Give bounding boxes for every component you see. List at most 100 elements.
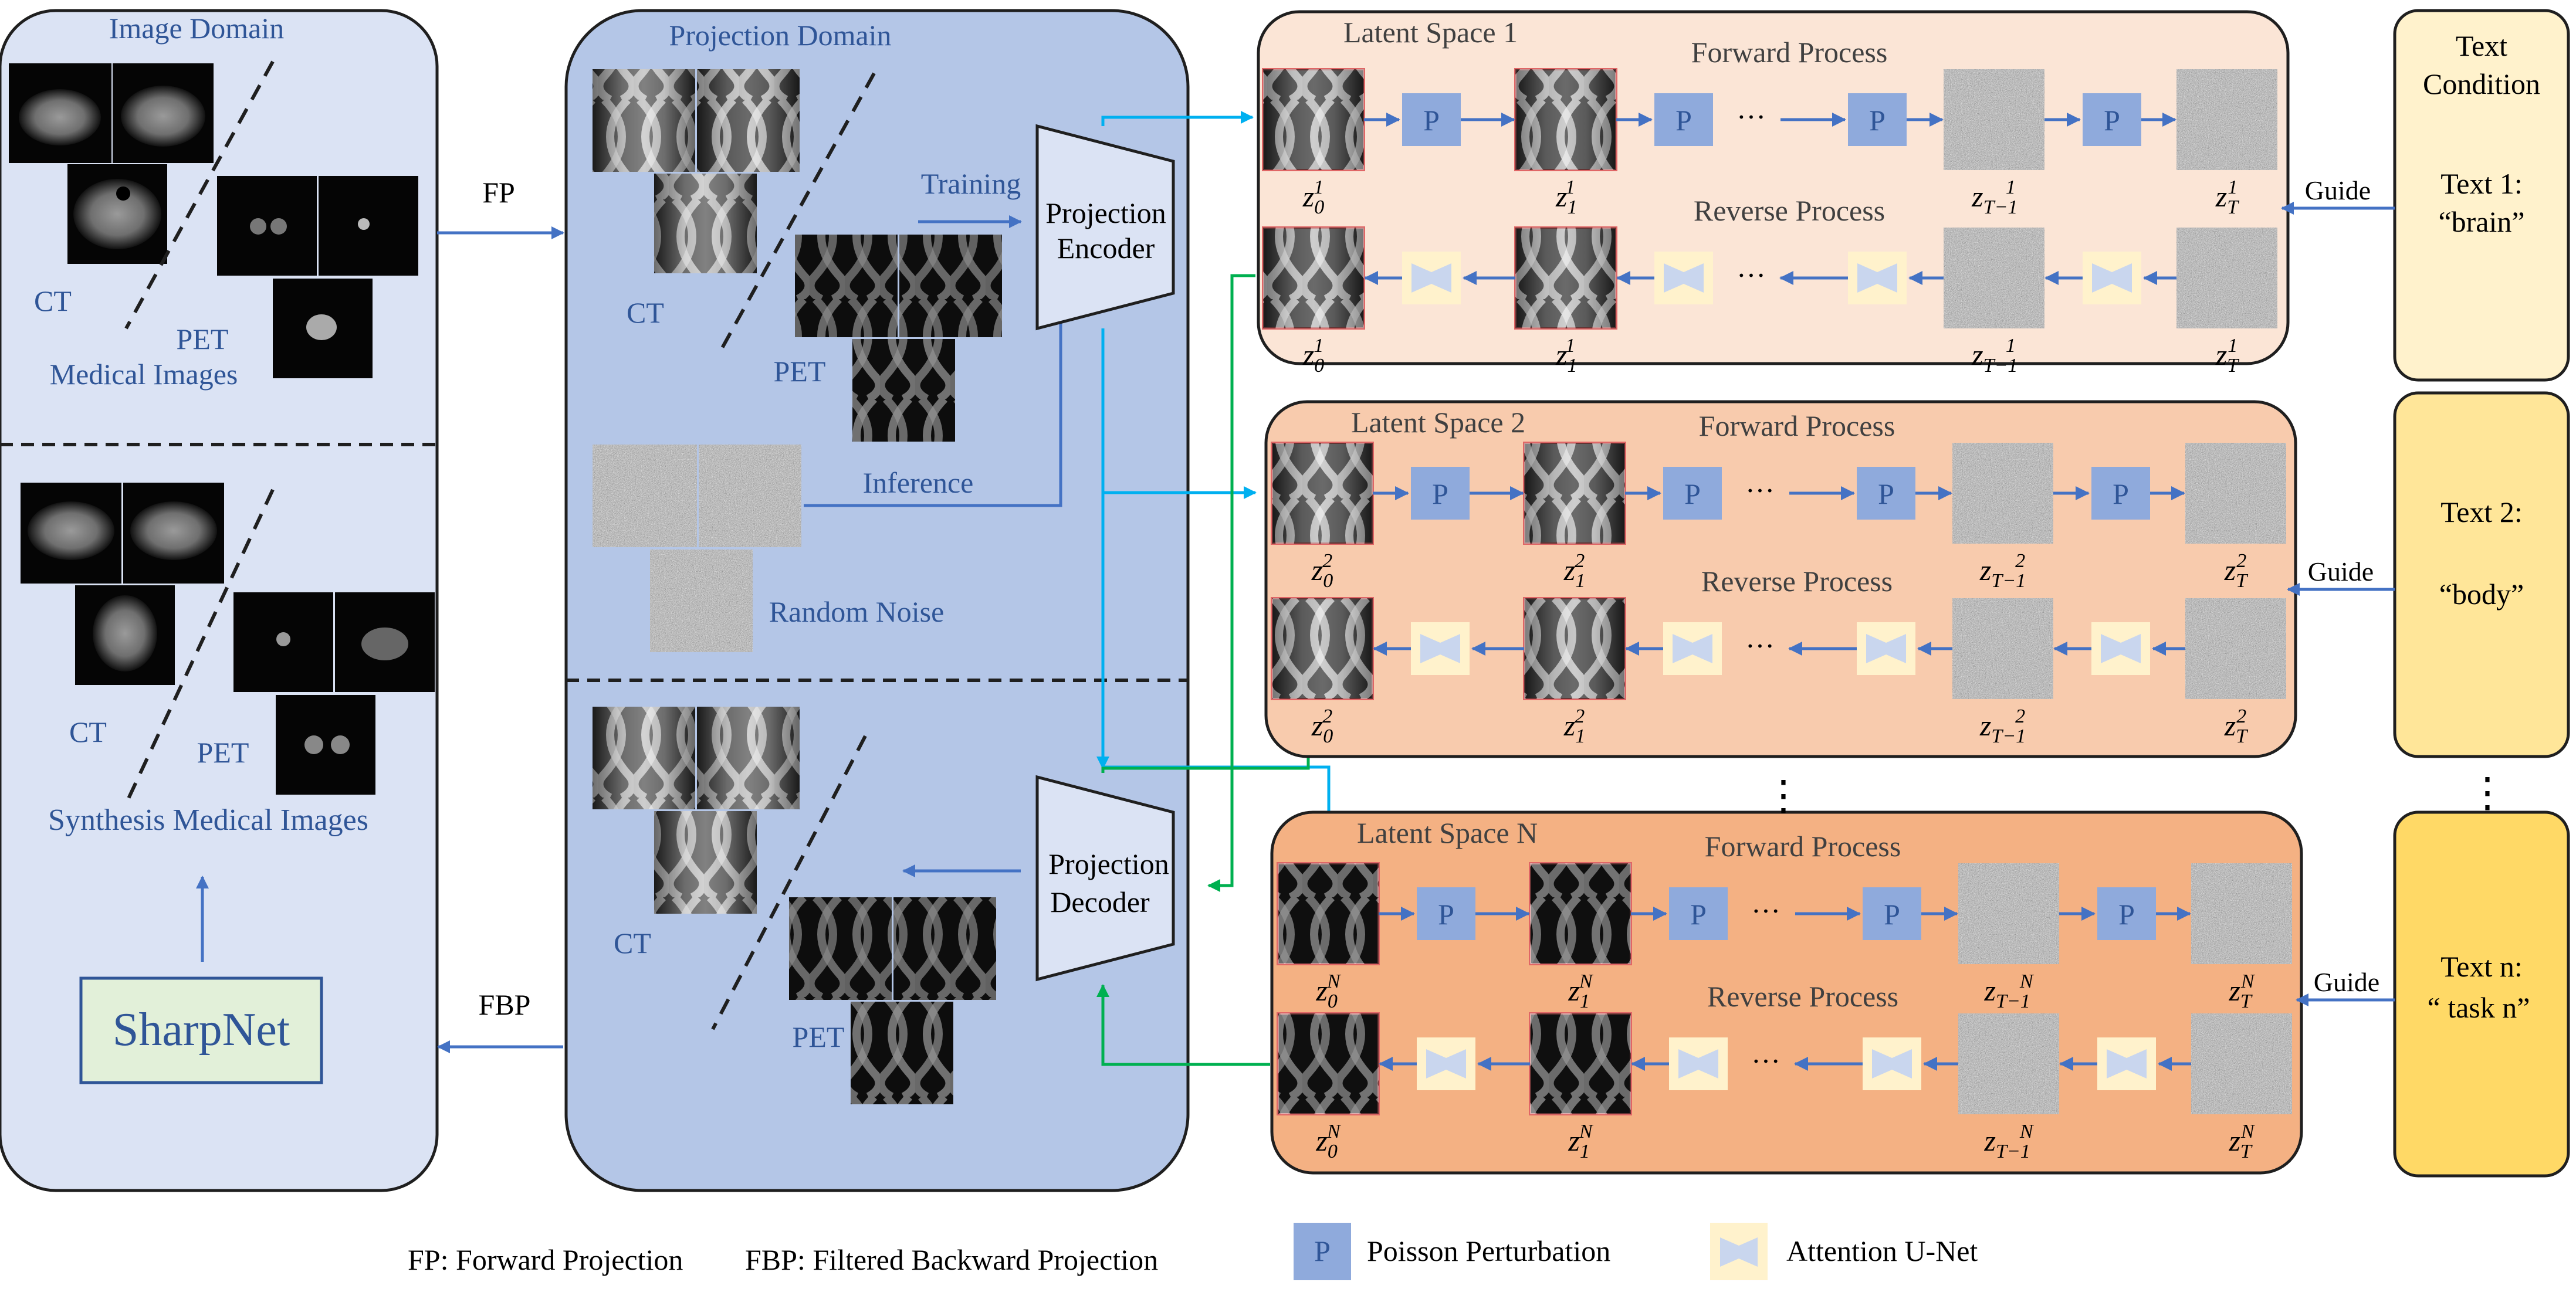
latent-3-row0-z0-overlay [1278,863,1379,964]
z-label-3-r0-1: z1N [1568,971,1593,1012]
z-label-3-r0-1-sup: N [1579,971,1594,992]
z-label-3-r1-0-z: z [1315,1124,1327,1157]
ct-pet-separator [124,60,275,330]
unet-block-1-d-icon [1411,263,1451,293]
z-label-1-r0-0-sub: 0 [1314,196,1324,218]
decoder-line2: Decoder [1050,886,1150,918]
p-block-1-a-letter: P [1423,104,1440,137]
unet-block-2-b-icon [1866,634,1906,663]
legend-unet-icon [1720,1237,1758,1267]
z-label-2-r0-1-sub: 1 [1575,570,1585,592]
synthesis-medical-images-label: Synthesis Medical Images [48,803,368,837]
legend-fbp: FBP: Filtered Backward Projection [745,1243,1158,1276]
synthesis-pet-thumbnails [233,592,435,795]
unet-block-2-d-icon [1420,634,1460,663]
inference-label: Inference [863,466,974,499]
z-label-2-r1-T1-sup: 2 [2015,706,2025,727]
p-block-3-d-letter: P [2118,898,2135,931]
z-label-1-r1-T-z: z [2215,338,2227,371]
forward-process-label-2: Forward Process [1699,409,1895,442]
decoded-pet-sinograms [789,897,996,1104]
z-label-2-r0-T1-sup: 2 [2015,550,2025,572]
z-label-3-r1-T-z: z [2228,1124,2240,1157]
z-label-3-r1-T: zTN [2228,1121,2255,1162]
z-label-1-r0-1-sup: 1 [1565,177,1575,198]
decoder-line1: Projection [1048,847,1169,880]
z-label-2-r0-0: z02 [1311,550,1333,592]
text-condition-box-2 [2393,391,2570,758]
z-label-2-r1-T: zT2 [2224,706,2248,747]
rv-dots-1: ··· [1736,259,1766,291]
p-block-1-b-letter: P [1675,104,1692,137]
text-2-line2: “body” [2439,578,2524,611]
z-label-2-r0-1: z12 [1563,550,1585,592]
latent-1-row1-zT [2175,226,2279,330]
unet-block-2-a-icon [2101,634,2141,663]
projection-pet-label: PET [774,355,826,388]
z-label-2-r1-T1-sub: T−1 [1991,725,2026,747]
reverse-process-label-3: Reverse Process [1707,980,1898,1013]
latent-2-row0-z0-overlay [1272,443,1373,544]
z-label-2-r0-T-sup: 2 [2236,550,2246,572]
projection-domain-title: Projection Domain [669,19,891,52]
latent-space-title-2: Latent Space 2 [1351,406,1525,439]
z-label-3-r1-T1-sup: N [2019,1121,2035,1142]
p-block-2-d-letter: P [2113,477,2129,510]
p-block-1-a [1402,93,1461,146]
p-block-1-c-letter: P [1869,104,1886,137]
p-block-2-a [1411,467,1470,520]
z-label-2-r0-1-sup: 2 [1575,550,1585,572]
encoder-line2: Encoder [1057,232,1155,264]
latent-2-row0-zT [2184,442,2287,545]
z-label-3-r1-1-sub: 1 [1580,1141,1590,1162]
z-label-3-r0-T1-sup: N [2019,971,2035,992]
latent-1-row0-zT [2175,68,2279,171]
guide-label-n: Guide [2314,967,2379,997]
z-label-2-r1-T-z: z [2224,709,2236,742]
p-block-1-d [2083,93,2141,146]
p-block-1-d-letter: P [2104,104,2120,137]
medical-images-label: Medical Images [50,358,238,391]
p-block-3-c [1863,887,1921,940]
p-block-3-c-letter: P [1884,898,1900,931]
latent-1-row1-zT1 [1942,226,2046,330]
latent-1-row0-z0-overlay [1263,69,1364,170]
p-block-2-c [1857,467,1915,520]
z-label-1-r0-T1-z: z [1971,180,1983,213]
p-block-2-a-letter: P [1432,477,1448,510]
text-n-line1: Text n: [2440,950,2523,983]
p-block-2-c-letter: P [1878,477,1894,510]
legend-p-letter: P [1314,1234,1331,1267]
z-label-3-r0-0-z: z [1315,974,1327,1007]
legend-attention: Attention U-Net [1786,1234,1978,1267]
ct-image-thumbnails [9,63,214,264]
z-label-3-r1-T-sup: N [2240,1121,2256,1142]
z-label-1-r1-1-sup: 1 [1565,335,1575,357]
unet-block-1-b-icon [1857,263,1897,293]
z-label-1-r0-1-sub: 1 [1567,196,1575,218]
z-label-2-r1-0-z: z [1311,709,1323,742]
z-label-1-r0-0-sup: 1 [1314,177,1323,198]
z-label-3-r1-T1-z: z [1983,1124,1995,1157]
sharpnet-box [79,976,323,1084]
z-label-2-r0-0-z: z [1311,554,1323,586]
z-label-1-r1-T1-sup: 1 [2006,335,2016,357]
z-label-2-r0-0-sub: 0 [1323,570,1333,592]
pet-sinogram-thumbnails [795,235,1002,442]
legend-poisson: Poisson Perturbation [1367,1234,1610,1267]
latent-3-row0-zT [2190,862,2293,965]
z-label-2-r1-T1-z: z [1979,709,1991,742]
z-label-1-r0-T-z: z [2215,180,2227,213]
unet-block-3-b-icon [1872,1049,1912,1078]
latent-3-row1-z1-overlay [1530,1013,1631,1114]
latent-2-row0-z1-overlay [1524,443,1625,544]
decoded-pet-label: PET [793,1020,845,1053]
sharpnet-label: SharpNet [113,1004,290,1056]
z-label-1-r1-1-z: z [1555,338,1567,371]
unet-block-1-a-icon [2092,263,2132,293]
training-label: Training [921,167,1021,200]
z-label-1-r0-T-sub: T [2227,196,2239,218]
ct-label: CT [34,284,72,317]
